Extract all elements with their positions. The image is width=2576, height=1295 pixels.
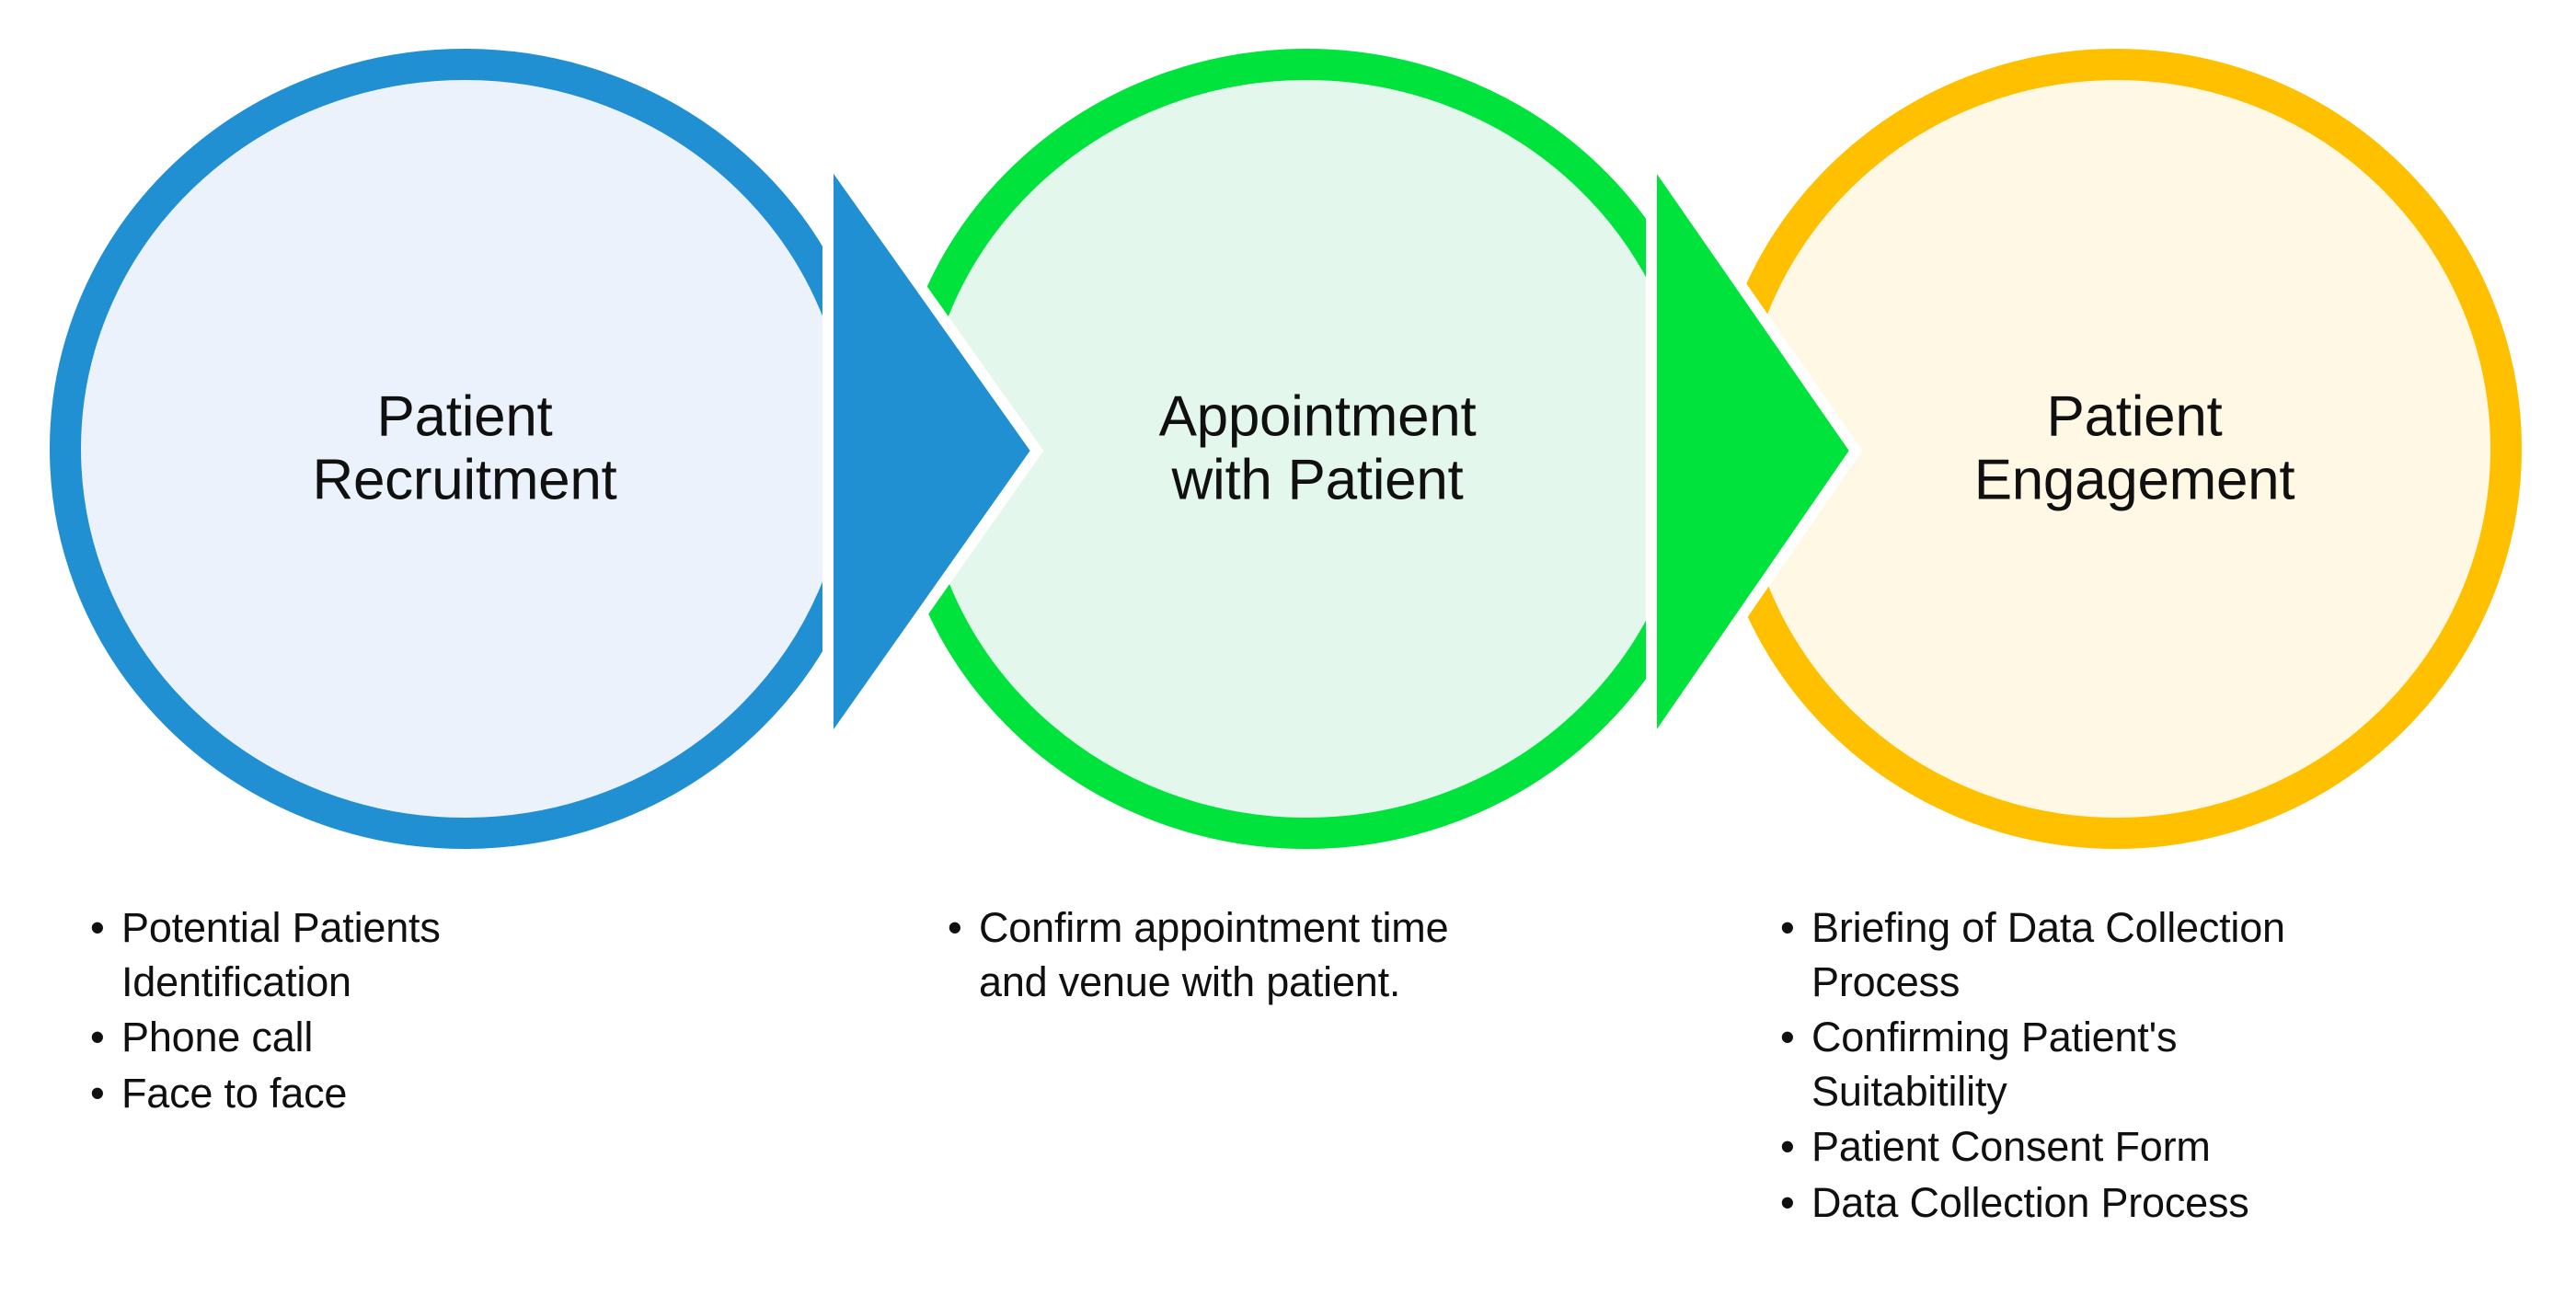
list-item: • Confirming Patient's Suitabitility (1780, 1011, 2507, 1118)
bullet-text: Briefing of Data Collection (1811, 904, 2285, 951)
bullet-dot-icon: • (1780, 904, 1795, 951)
list-item: • Confirm appointment time and venue wit… (948, 901, 1647, 1009)
bullet-text-cont: Process (1811, 957, 1961, 1005)
bullet-list-patient-engagement: • Briefing of Data Collection Process • … (1780, 901, 2507, 1232)
list-item: • Data Collection Process (1780, 1176, 2507, 1231)
stage-circle-patient-recruitment[interactable] (50, 49, 880, 849)
arrow-1-head-overlap (822, 139, 1044, 764)
bullet-text-cont: Suitabitility (1811, 1067, 2007, 1115)
bullet-text: Data Collection Process (1811, 1178, 2249, 1226)
arrow-2-head-overlap (1646, 138, 1863, 765)
bullet-dot-icon: • (1780, 1178, 1795, 1226)
bullet-text: Confirm appointment time (979, 904, 1449, 951)
bullet-list-appointment-with-patient: • Confirm appointment time and venue wit… (948, 901, 1647, 1011)
list-item: • Briefing of Data Collection Process (1780, 901, 2507, 1009)
bullet-list-patient-recruitment: • Potential Patients Identification • Ph… (90, 901, 624, 1122)
bullet-text: Potential Patients (121, 904, 441, 951)
list-item: • Potential Patients Identification (90, 901, 624, 1009)
bullet-dot-icon: • (948, 904, 962, 951)
bullet-text-cont: and venue with patient. (979, 957, 1401, 1005)
bullet-dot-icon: • (90, 1014, 105, 1060)
bullet-text: Phone call (121, 1014, 314, 1060)
bullet-text: Confirming Patient's (1811, 1014, 2178, 1060)
bullet-dot-icon: • (1780, 1123, 1795, 1170)
list-item: • Patient Consent Form (1780, 1120, 2507, 1175)
list-item: • Phone call (90, 1011, 624, 1065)
bullet-text: Face to face (121, 1069, 348, 1117)
bullet-text-cont: Identification (121, 957, 351, 1005)
bullet-dot-icon: • (1780, 1014, 1795, 1060)
stage-group-patient-engagement[interactable] (1646, 49, 2522, 849)
list-item: • Face to face (90, 1067, 624, 1121)
bullet-dot-icon: • (90, 904, 105, 951)
bullet-text: Patient Consent Form (1811, 1123, 2211, 1170)
bullet-dot-icon: • (90, 1069, 105, 1117)
